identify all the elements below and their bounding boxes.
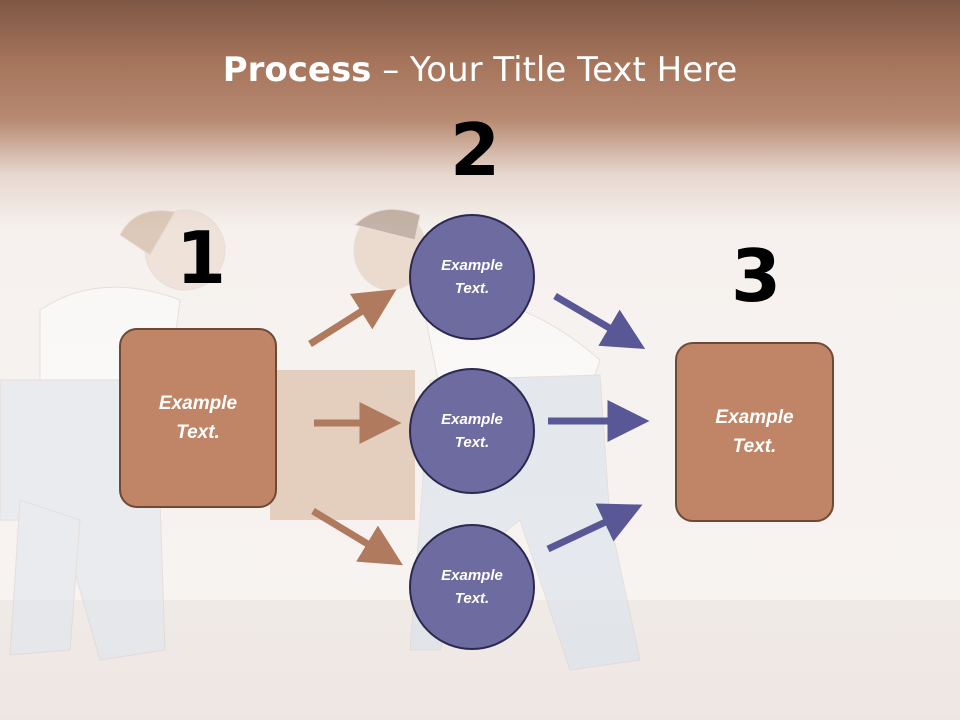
- step-2-circle-top: Example Text.: [409, 214, 535, 340]
- step-1-box: Example Text.: [119, 328, 277, 508]
- step-2-circle-middle: Example Text.: [409, 368, 535, 494]
- step-number-3: 3: [731, 234, 782, 318]
- arrow-bottom-to-3: [546, 503, 643, 553]
- slide-title: Process – Your Title Text Here: [0, 50, 960, 90]
- title-rest: – Your Title Text Here: [371, 50, 738, 90]
- step-3-box: Example Text.: [675, 342, 834, 522]
- arrow-1-to-bottom: [311, 508, 403, 566]
- step-2-circle-bottom: Example Text.: [409, 524, 535, 650]
- arrow-1-to-top: [308, 289, 397, 347]
- arrow-top-to-3: [553, 292, 646, 349]
- step-number-1: 1: [176, 216, 227, 300]
- title-bold: Process: [222, 50, 372, 90]
- step-number-2: 2: [450, 108, 501, 192]
